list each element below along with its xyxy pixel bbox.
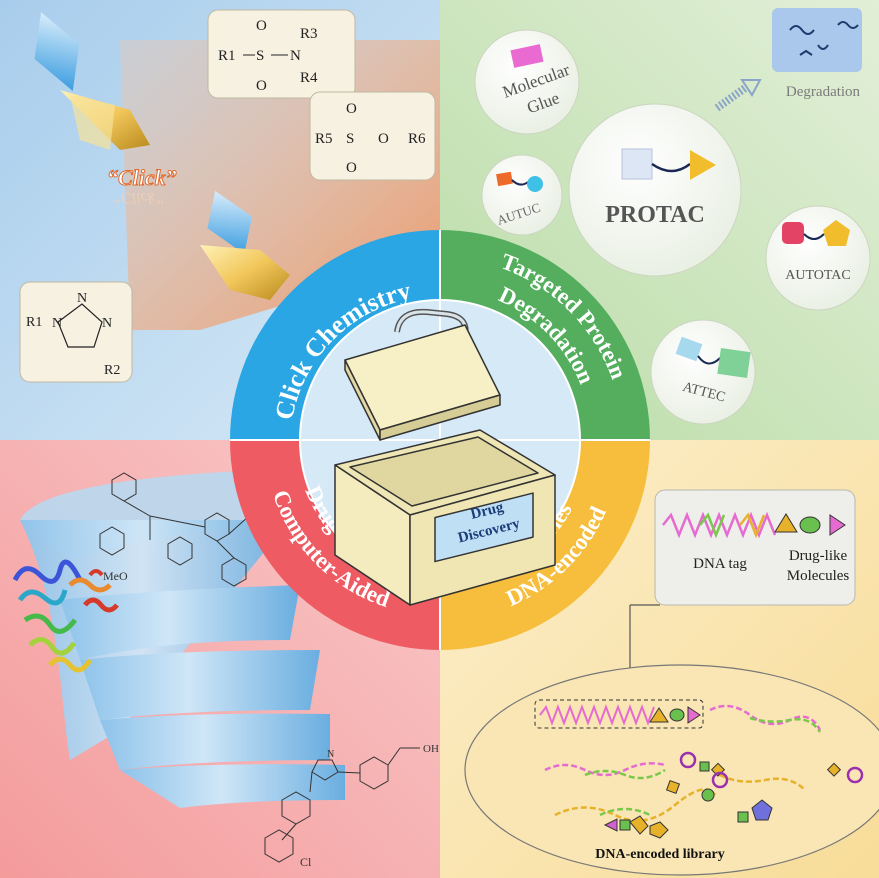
tpd-panel: Molecular Glue PROTAC Degradation AUTUC …	[474, 8, 871, 425]
druglike-label-1: Drug-like	[789, 548, 848, 564]
sulfonate-o-ester: O	[378, 131, 389, 147]
triazole-n-label: N	[327, 749, 334, 760]
small-molecule-structure-bottom	[264, 747, 420, 863]
protac-e3-ligand-icon	[690, 150, 716, 180]
methoxy-label: MeO	[103, 569, 128, 583]
del-library-label: DNA-encoded library	[595, 847, 725, 862]
autotac-circle	[765, 205, 871, 311]
toolbox-icon	[334, 308, 556, 606]
gold-chevron-icon	[200, 245, 290, 300]
degradation-arrow-icon	[714, 79, 762, 112]
click-word: “Click”	[107, 165, 177, 190]
dna-strand-icon	[662, 511, 777, 539]
molecular-glue-icon	[510, 44, 544, 68]
arrow-icon	[207, 190, 253, 254]
triazole-n3: N	[102, 316, 112, 331]
autuc-tag-icon	[527, 176, 543, 192]
sulfonamide-o-top: O	[256, 18, 267, 34]
sulfonamide-structure-card	[207, 9, 356, 99]
protac-label: PROTAC	[605, 202, 705, 228]
sulfonate-o-bottom: O	[346, 160, 357, 176]
autotac-ligand-icon	[782, 222, 804, 244]
sulfonamide-o-bottom: O	[256, 78, 267, 94]
ring-segment-tpd	[440, 230, 650, 440]
building-block-triangle-icon	[774, 513, 798, 533]
molecular-glue-circle	[474, 29, 580, 135]
sulfonamide-r1: R1	[218, 48, 236, 64]
box-label-line1: Drug	[469, 499, 506, 523]
sulfonamide-n: N	[290, 48, 301, 64]
building-block-ellipse-icon	[799, 516, 821, 534]
sulfonamide-r4: R4	[300, 70, 318, 86]
triazole-ring	[57, 303, 103, 348]
triazole-n1: N	[52, 316, 62, 331]
triazole-structure-card	[19, 281, 133, 383]
autuc-ligand-icon	[496, 171, 513, 187]
del-library-pool	[464, 664, 879, 876]
ring-segment-click	[230, 230, 440, 440]
sulfonate-structure-card	[309, 91, 436, 181]
triazole-r2: R2	[104, 363, 120, 378]
del-panel: DNA tag Drug-like Molecules DNA-encoded …	[464, 489, 879, 876]
carboxyl-label: OH	[423, 743, 439, 755]
triazole-r1: R1	[26, 315, 42, 330]
building-block-flag-icon	[829, 514, 846, 536]
attec-tag-icon	[717, 348, 751, 378]
sulfonate-r6: R6	[408, 131, 426, 147]
sulfonamide-r3: R3	[300, 26, 318, 42]
autuc-circle	[481, 154, 563, 236]
drug-discovery-label-plate	[434, 492, 534, 563]
autotac-label: AUTOTAC	[785, 268, 851, 283]
sulfonate-o-top: O	[346, 101, 357, 117]
protein-structure-icon	[12, 559, 119, 673]
autotac-tag-icon	[823, 220, 850, 246]
sulfonate-s: S	[346, 131, 354, 147]
click-word-reflection: “Click”	[112, 189, 164, 206]
arrow-icon	[34, 12, 80, 92]
protac-warhead-icon	[621, 148, 653, 180]
sulfonate-r5: R5	[315, 131, 333, 147]
sulfonamide-s: S	[256, 48, 264, 64]
chloro-label: Cl	[300, 855, 312, 869]
degradation-label: Degradation	[786, 84, 861, 100]
dna-tag-label: DNA tag	[693, 556, 747, 572]
protac-circle	[568, 103, 742, 277]
druglike-label-2: Molecules	[787, 568, 850, 584]
selected-conjugate-box	[534, 699, 704, 729]
attec-circle	[650, 319, 756, 425]
attec-ligand-icon	[675, 336, 703, 362]
degradation-panel	[772, 8, 862, 72]
triazole-n2: N	[77, 291, 87, 306]
